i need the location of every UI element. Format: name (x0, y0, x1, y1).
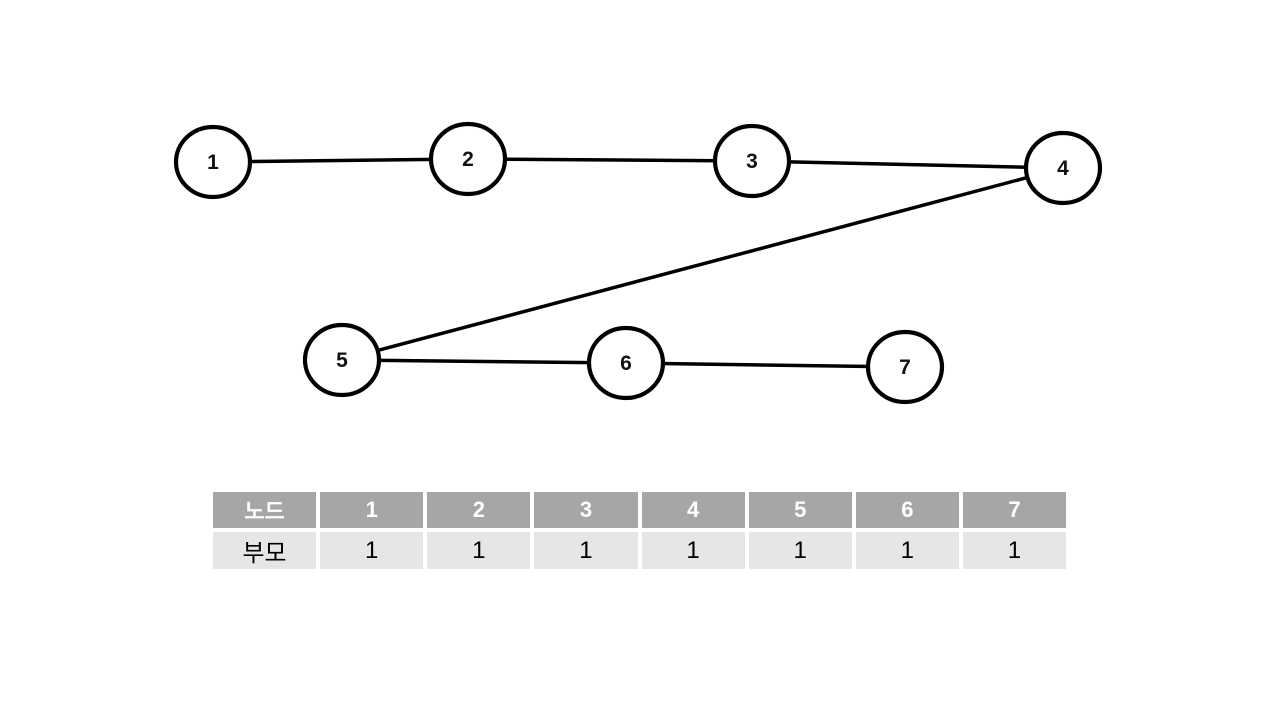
table-header-node-label: 노드 (213, 492, 317, 528)
node-label-2: 2 (462, 148, 474, 171)
table-header-cell-5: 5 (748, 492, 852, 528)
graph-node-6: 6 (586, 325, 666, 401)
graph-node-3: 3 (712, 123, 792, 199)
node-label-7: 7 (899, 356, 911, 379)
table-parent-value-5: 1 (748, 532, 852, 569)
table-parent-value-7: 1 (962, 532, 1066, 569)
node-label-4: 4 (1057, 157, 1069, 180)
node-label-3: 3 (746, 150, 758, 173)
edge-6-7 (625, 361, 906, 369)
node-circle-7 (865, 329, 945, 405)
edge-3-4 (751, 159, 1064, 170)
edge-2-3 (467, 157, 753, 163)
table-header-cell-1: 1 (320, 492, 424, 528)
table-parent-value-4: 1 (641, 532, 745, 569)
graph-node-2: 2 (428, 121, 508, 197)
node-circle-4 (1023, 130, 1103, 206)
table-header-cell-7: 7 (962, 492, 1066, 528)
table-row-parent-label: 부모 (213, 532, 317, 569)
edge-5-6 (341, 358, 627, 365)
node-label-5: 5 (336, 349, 348, 372)
node-label-6: 6 (620, 352, 632, 375)
graph-node-1: 1 (173, 124, 253, 200)
table-header-cell-4: 4 (641, 492, 745, 528)
node-circle-1 (173, 124, 253, 200)
table-parent-value-3: 1 (534, 532, 638, 569)
graph-node-5: 5 (302, 322, 382, 398)
edge-1-2 (212, 157, 469, 164)
node-circle-3 (712, 123, 792, 199)
node-circle-2 (428, 121, 508, 197)
table-header-cell-6: 6 (855, 492, 959, 528)
graph-node-4: 4 (1023, 130, 1103, 206)
table-parent-value-2: 1 (427, 532, 531, 569)
node-label-1: 1 (207, 151, 219, 174)
edge-4-5 (341, 166, 1064, 362)
table-header-cell-3: 3 (534, 492, 638, 528)
table-parent-value-1: 1 (320, 532, 424, 569)
node-circle-6 (586, 325, 666, 401)
node-circle-5 (302, 322, 382, 398)
graph-node-7: 7 (865, 329, 945, 405)
table-header-cell-2: 2 (427, 492, 531, 528)
table-parent-value-6: 1 (855, 532, 959, 569)
